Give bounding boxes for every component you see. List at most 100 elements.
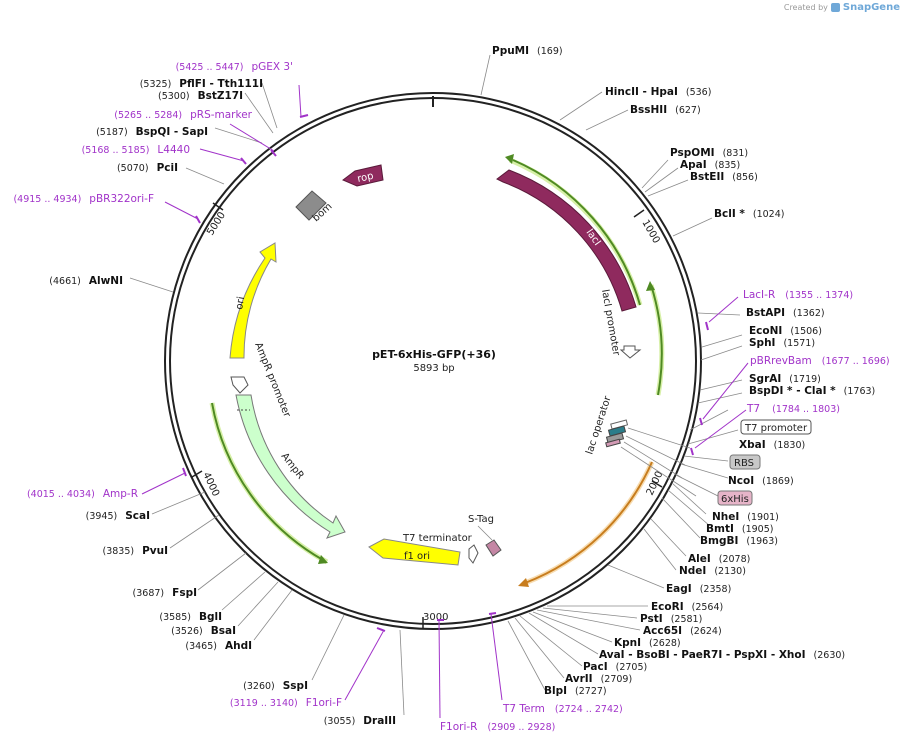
site-AlwNI: (4661)AlwNI: [49, 275, 123, 287]
lac-operator-group: lac operator: [584, 394, 629, 456]
6xHis-label: 6xHis: [721, 494, 749, 505]
RBS-box: [729, 454, 761, 470]
site-NdeI: NdeI(2130): [679, 565, 746, 577]
site-SspI: (3260)SspI: [243, 680, 308, 692]
site-NheI: NheI(1901): [712, 511, 779, 523]
rop-feature: [342, 164, 384, 187]
site-EcoNI: EcoNI(1506): [749, 325, 822, 337]
lacI-feature: [496, 169, 637, 312]
site-BglI: (3585)BglI: [159, 611, 222, 623]
primer-T7: T7(1784 .. 1803): [746, 403, 840, 415]
site-KpnI: KpnI(2628): [614, 637, 681, 649]
site-PacI: PacI(2705): [583, 661, 647, 673]
site-AhdI: (3465)AhdI: [185, 640, 252, 652]
orf-arrowhead-3: [318, 555, 328, 564]
orf-arrow-top-right-line: [512, 159, 641, 306]
T7-terminator-feature: [468, 544, 479, 564]
RBS-label: RBS: [734, 458, 754, 469]
plasmid-name: pET-6xHis-GFP(+36): [372, 348, 496, 361]
AmpR-promoter-label: AmpR promoter: [252, 341, 292, 420]
primer-Amp-R: (4015 .. 4034)Amp-R: [27, 488, 138, 500]
site-PspOMI: PspOMI(831): [670, 147, 748, 159]
S-Tag-connector: [477, 525, 493, 541]
bom-feature: [295, 190, 327, 221]
orf-arrow-orange: [524, 460, 655, 586]
site-DraIII: (3055)DraIII: [324, 715, 396, 727]
site-SphI: SphI(1571): [749, 337, 815, 349]
snapgene-watermark: Created by SnapGene: [784, 2, 900, 13]
site-AvaI-group: AvaI - BsoBI - PaeR7I - PspXI - XhoI(263…: [599, 649, 845, 661]
site-BmtI: BmtI(1905): [706, 523, 773, 535]
site-BsaI: (3526)BsaI: [171, 625, 236, 637]
site-SgrAI: SgrAI(1719): [749, 373, 821, 385]
primer-T7-Term: T7 Term(2724 .. 2742): [502, 703, 623, 715]
leader-lines: [129, 54, 743, 716]
orf-arrow-left: [209, 402, 329, 565]
S-Tag-label: S-Tag: [468, 514, 494, 525]
site-PciI: (5070)PciI: [117, 162, 178, 174]
rop-label: rop: [356, 171, 374, 185]
site-PstI: PstI(2581): [640, 613, 702, 625]
primer-L4440: (5168 .. 5185)L4440: [82, 144, 190, 156]
primer-markers: [141, 84, 749, 719]
ori-feature: [229, 242, 277, 359]
created-by-text: Created by: [783, 3, 828, 12]
plasmid-length: 5893 bp: [413, 363, 454, 374]
boxed-labels: T7 promoter RBS 6xHis: [717, 419, 812, 506]
orf-arrowhead-2: [646, 281, 655, 291]
site-labels: PpuMI(169) HincII - HpaI(536) BssHII(627…: [492, 45, 875, 697]
backbone-outer-ring: [164, 92, 702, 630]
site-BstEII: BstEII(856): [690, 171, 758, 183]
T7-promoter-box: [740, 419, 812, 435]
primer-pBRrevBam: pBRrevBam(1677 .. 1696): [750, 355, 890, 367]
site-XbaI: XbaI(1830): [739, 439, 805, 451]
primer-F1ori-F: (3119 .. 3140)F1ori-F: [230, 697, 342, 709]
site-ScaI: (3945)ScaI: [86, 510, 150, 522]
f1-ori-label: f1 ori: [404, 551, 430, 562]
site-AleI: AleI(2078): [688, 553, 750, 565]
site-BstZ17I: (5300)BstZ17I: [158, 90, 243, 102]
snapgene-logo-icon: [830, 3, 840, 12]
orf-arrow-orange-line: [524, 461, 653, 584]
backbone-inner-ring: [169, 97, 697, 625]
AmpR-feature: [235, 394, 346, 539]
ori-label: ori: [234, 296, 247, 311]
6xHis-box: [717, 490, 753, 506]
primer-pGEX3: (5425 .. 5447)pGEX 3': [176, 61, 293, 73]
site-EagI: EagI(2358): [666, 583, 731, 595]
site-BspDI-ClaI: BspDI * - ClaI *(1763): [749, 385, 875, 397]
site-PpuMI: PpuMI(169): [492, 45, 563, 57]
orf-arrowhead-1: [505, 154, 514, 164]
site-BlpI: BlpI(2727): [544, 685, 607, 697]
snapgene-app-name: SnapGene: [842, 2, 900, 13]
site-PflFI-Tth111I: (5325)PflFI - Tth111I: [140, 78, 263, 90]
f1-ori-feature: [368, 538, 461, 566]
S-Tag-feature: [485, 539, 502, 557]
site-labels-left: (3055)DraIII (3260)SspI (3465)AhdI (3526…: [49, 78, 396, 727]
AmpR-promoter-feature: [230, 376, 249, 394]
tick-label-4000: 4000: [200, 471, 221, 499]
primer-F1ori-R: F1ori-R(2909 .. 2928): [440, 721, 555, 733]
site-BstAPI: BstAPI(1362): [746, 307, 825, 319]
primer-LacI-R: LacI-R(1355 .. 1374): [743, 289, 853, 301]
site-EcoRI: EcoRI(2564): [651, 601, 723, 613]
site-NcoI: NcoI(1869): [728, 475, 794, 487]
lacI-promoter-feature: [619, 345, 642, 359]
orf-arrow-right-line: [650, 284, 663, 396]
orf-arrowhead-orange: [518, 578, 529, 587]
site-BssHII: BssHII(627): [630, 104, 701, 116]
site-PvuI: (3835)PvuI: [102, 545, 168, 557]
primer-pRS-marker: (5265 .. 5284)pRS-marker: [114, 109, 252, 121]
site-ApaI: ApaI(835): [680, 159, 740, 171]
lac-operator-label: lac operator: [584, 394, 613, 456]
primer-pBR322ori-F: (4915 .. 4934)pBR322ori-F: [13, 193, 154, 205]
site-AvrII: AvrII(2709): [565, 673, 632, 685]
primer-labels: (5425 .. 5447)pGEX 3' (5265 .. 5284)pRS-…: [13, 61, 889, 733]
tick-label-1000: 1000: [639, 218, 661, 246]
T7-terminator-label: T7 terminator: [402, 533, 473, 544]
site-BmgBI: BmgBI(1963): [700, 535, 778, 547]
tick-label-3000: 3000: [423, 612, 448, 623]
site-BclI: BclI *(1024): [714, 208, 784, 220]
orf-arrow-left-line: [211, 402, 324, 561]
